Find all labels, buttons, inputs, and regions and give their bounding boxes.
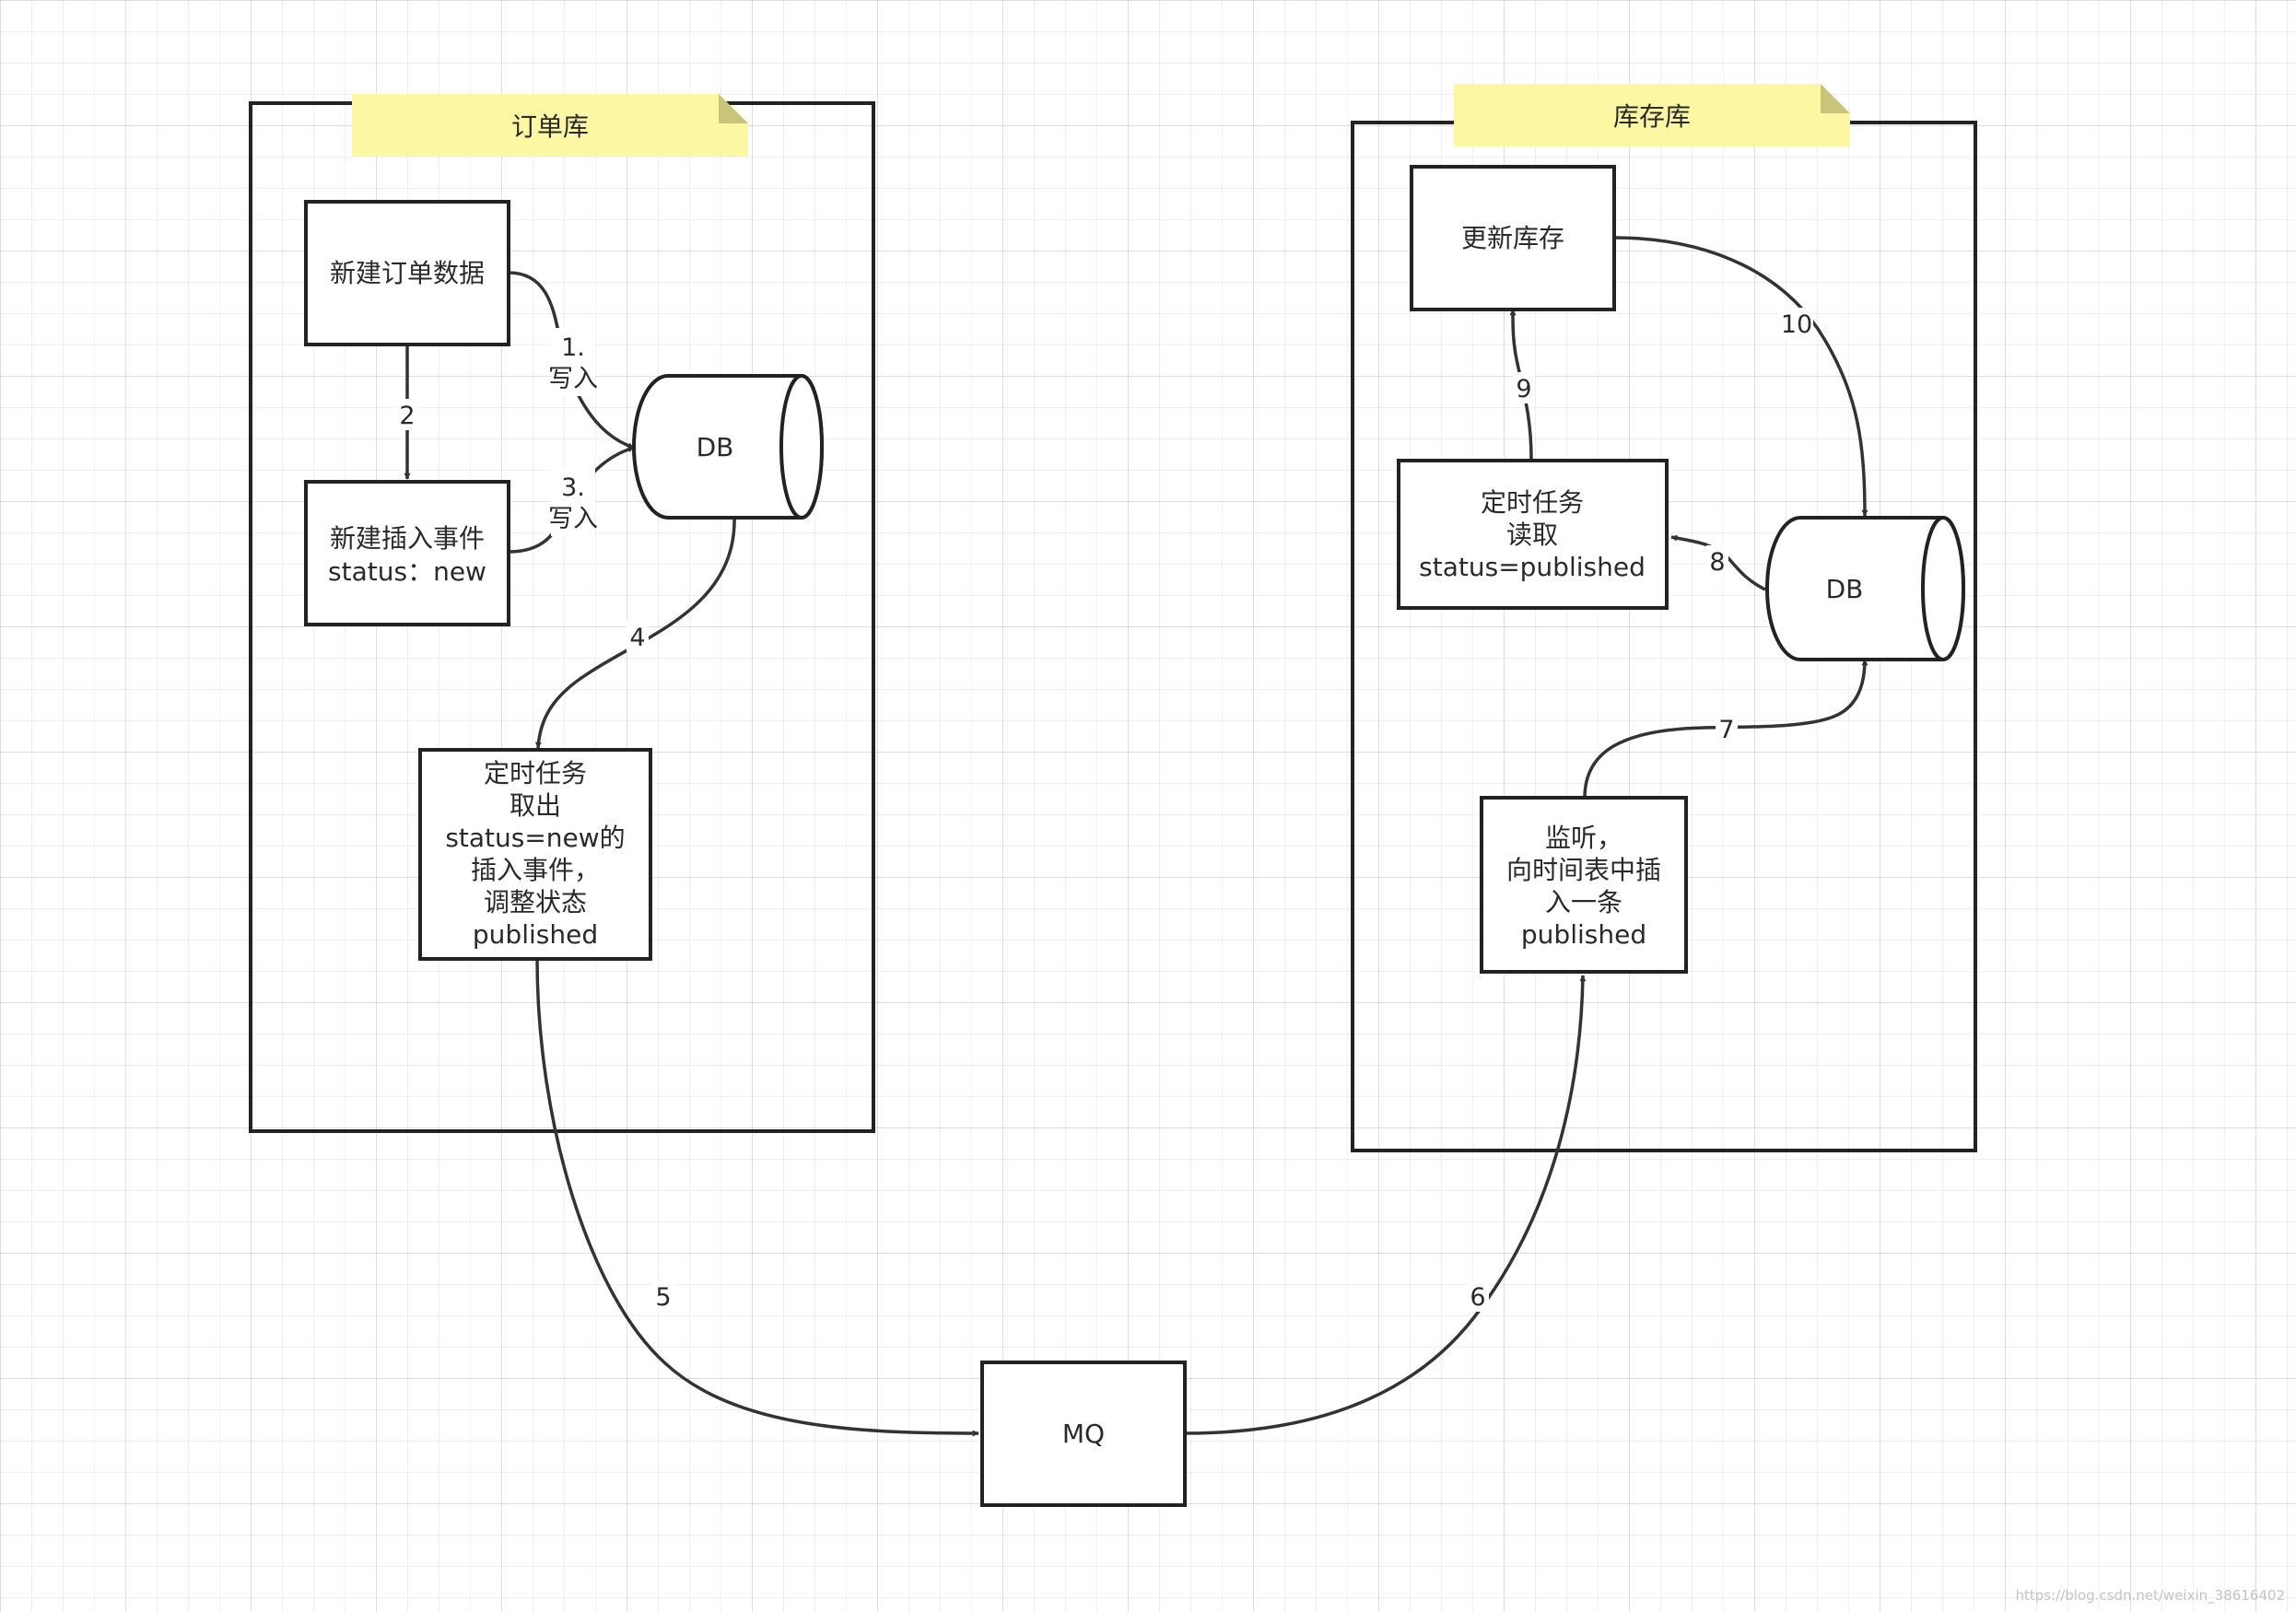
insert-event-text-line2: status：new: [328, 556, 486, 587]
create-order-text: 新建订单数据: [330, 258, 485, 288]
order-task-text-line6: published: [473, 919, 598, 950]
mq-label: MQ: [1062, 1419, 1105, 1449]
inventory-task-text-line2: 读取: [1506, 520, 1558, 550]
inventory-task-node: 定时任务 读取 status=published: [1397, 459, 1669, 610]
edge-3-label-line1: 3.: [561, 473, 585, 502]
edge-4-label: 4: [629, 624, 645, 652]
insert-event-node: 新建插入事件 status：new: [304, 480, 510, 626]
edge-4: [534, 515, 736, 749]
edge-9-label: 9: [1516, 375, 1531, 403]
inventory-db-label: DB: [1826, 574, 1864, 604]
order-db-group: 订单库: [249, 94, 875, 1133]
update-stock-node: 更新库存: [1410, 165, 1616, 311]
order-task-node: 定时任务 取出 status=new的 插入事件， 调整状态 published: [418, 748, 652, 961]
order-task-text-line2: 取出: [510, 790, 561, 821]
order-task-text-line4: 插入事件，: [471, 855, 600, 885]
listen-text-line3: 入一条: [1545, 887, 1622, 917]
create-order-node: 新建订单数据: [304, 200, 510, 346]
edge-6-label: 6: [1470, 1283, 1485, 1312]
inventory-db-title: 库存库: [1613, 101, 1691, 132]
order-db-title-note: 订单库: [352, 94, 748, 157]
edge-5: [535, 958, 979, 1437]
edge-10: [1613, 236, 1868, 517]
edge-labels: 1. 写入 2 3. 写入 4 5 6 7 8 9 10: [396, 308, 1813, 1312]
inventory-db-title-note: 库存库: [1454, 84, 1850, 146]
order-task-text-line5: 调整状态: [484, 887, 587, 917]
listen-text-line1: 监听，: [1545, 823, 1622, 853]
listen-node: 监听， 向时间表中插 入一条 published: [1480, 796, 1688, 974]
edge-3-label-line2: 写入: [548, 505, 598, 533]
edge-10-label: 10: [1781, 310, 1812, 339]
edge-1-label-line1: 1.: [561, 333, 585, 362]
inventory-db-node: DB: [1765, 516, 1965, 661]
order-db-title: 订单库: [511, 111, 589, 142]
watermark: https://blog.csdn.net/weixin_38616402: [2015, 1587, 2285, 1605]
insert-event-text-line1: 新建插入事件: [330, 523, 485, 554]
edge-8-label: 8: [1709, 548, 1725, 577]
order-task-text-line3: status=new的: [445, 823, 625, 853]
order-db-node: DB: [632, 374, 824, 520]
inventory-task-text-line1: 定时任务: [1481, 487, 1584, 518]
update-stock-text: 更新库存: [1461, 223, 1564, 253]
edge-6: [1184, 975, 1587, 1435]
edge-1-label-line2: 写入: [548, 365, 598, 393]
edge-9: [1509, 309, 1533, 460]
mq-node: MQ: [980, 1361, 1187, 1507]
inventory-task-text-line3: status=published: [1419, 552, 1646, 582]
order-db-label: DB: [697, 432, 734, 462]
listen-text-line2: 向时间表中插: [1506, 855, 1661, 885]
edge-7: [1583, 659, 1868, 799]
edges: [404, 236, 1868, 1437]
listen-text-line4: published: [1521, 919, 1646, 950]
edge-5-label: 5: [655, 1283, 671, 1312]
order-task-text-line1: 定时任务: [484, 758, 587, 788]
edge-7-label: 7: [1718, 716, 1734, 744]
edge-2-label: 2: [399, 402, 415, 430]
inventory-db-group: 库存库: [1351, 84, 1977, 1152]
